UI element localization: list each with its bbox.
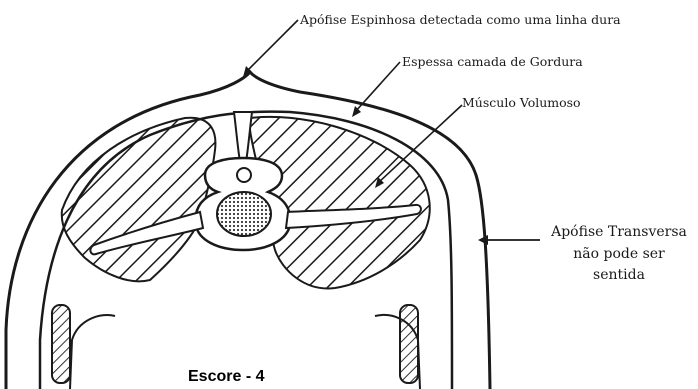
left-bone-bar xyxy=(52,305,70,383)
pointer-spinous xyxy=(246,20,298,72)
label-muscle: Músculo Volumoso xyxy=(462,97,581,110)
left-muscle xyxy=(62,118,216,282)
label-transverse-process: Apófise Transversa não pode ser sentida xyxy=(540,222,698,287)
lower-left-arc xyxy=(70,315,115,389)
right-bone-bar xyxy=(400,305,418,383)
pointer-fat xyxy=(355,62,400,112)
score-label: Escore - 4 xyxy=(188,368,264,386)
label-transverse-line2: não pode ser xyxy=(540,244,698,266)
vertebral-canal xyxy=(237,168,251,182)
label-transverse-line1: Apófise Transversa xyxy=(540,222,698,244)
pointer-transverse-arrowhead xyxy=(478,235,488,245)
vertebra-centrum xyxy=(217,192,271,236)
label-transverse-line3: sentida xyxy=(540,265,698,287)
pointer-muscle xyxy=(378,105,462,183)
label-spinous-process: Apófise Espinhosa detectada como uma lin… xyxy=(300,14,621,27)
label-fat-layer: Espessa camada de Gordura xyxy=(402,56,583,69)
spinous-process xyxy=(234,112,252,162)
